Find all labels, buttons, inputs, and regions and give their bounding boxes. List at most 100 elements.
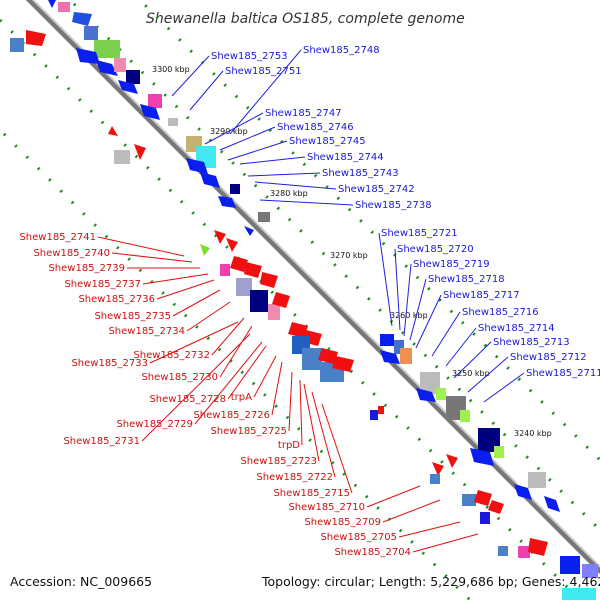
reverse-gene-arrow (474, 490, 492, 506)
reverse-gene-label[interactable]: Shew185_2728 (149, 394, 226, 405)
reverse-gene-block (430, 474, 440, 484)
reverse-callout-line (142, 273, 209, 285)
forward-callout-line (227, 140, 288, 161)
forward-gene-block (436, 388, 446, 400)
reverse-gene-block (236, 278, 252, 296)
reverse-gene-label[interactable]: Shew185_2704 (334, 547, 411, 558)
forward-callout-line (483, 372, 525, 403)
reverse-callout-line (412, 533, 479, 553)
forward-gene-block (494, 446, 504, 458)
forward-gene-arrow (96, 60, 118, 76)
reverse-gene-label[interactable]: Shew185_2733 (71, 358, 148, 369)
forward-gene-label[interactable]: Shew185_2745 (289, 136, 366, 147)
forward-gene-label[interactable]: Shew185_2714 (478, 323, 555, 334)
forward-gene-arrow (514, 484, 532, 500)
reverse-gene-label[interactable]: Shew185_2735 (94, 311, 171, 322)
reverse-gene-label[interactable]: Shew185_2715 (273, 488, 350, 499)
forward-gene-label[interactable]: Shew185_2746 (277, 122, 354, 133)
forward-callout-line (409, 278, 427, 341)
forward-gene-arrow (48, 0, 56, 8)
reverse-gene-arrow (230, 256, 248, 272)
reverse-gene-label[interactable]: trpD (278, 440, 300, 451)
reverse-gene-block (10, 38, 24, 52)
reverse-gene-label[interactable]: Shew185_2710 (288, 502, 365, 513)
reverse-gene-label[interactable]: Shew185_2732 (133, 350, 210, 361)
reverse-callout-line (141, 333, 251, 442)
forward-gene-arrow (76, 48, 100, 64)
reverse-gene-block (480, 512, 490, 524)
forward-callout-line (204, 112, 264, 145)
forward-gene-arrow (118, 80, 138, 94)
reverse-gene-label[interactable]: Shew185_2725 (210, 426, 287, 437)
reverse-gene-label[interactable]: trpA (231, 392, 252, 403)
forward-gene-label[interactable]: Shew185_2753 (211, 51, 288, 62)
reverse-gene-block (518, 546, 530, 558)
forward-gene-arrow (140, 104, 160, 120)
reverse-gene-label[interactable]: Shew185_2736 (78, 294, 155, 305)
reverse-callout-line (227, 345, 267, 400)
reverse-callout-line (253, 355, 277, 398)
forward-gene-block (420, 372, 440, 394)
reverse-gene-label[interactable]: Shew185_2722 (256, 472, 333, 483)
callout-lines (97, 49, 525, 553)
forward-gene-label[interactable]: Shew185_2718 (428, 274, 505, 285)
reverse-callout-line (299, 379, 303, 446)
reverse-callout-line (288, 371, 293, 432)
forward-gene-label[interactable]: Shew185_2717 (443, 290, 520, 301)
forward-gene-label[interactable]: Shew185_2711 (526, 368, 600, 379)
reverse-gene-label[interactable]: Shew185_2741 (19, 232, 96, 243)
reverse-gene-label[interactable]: Shew185_2730 (141, 372, 218, 383)
forward-gene-block (560, 556, 580, 574)
reverse-gene-arrow (226, 238, 238, 252)
reverse-gene-label[interactable]: Shew185_2709 (304, 517, 381, 528)
forward-gene-arrow (218, 196, 236, 208)
forward-gene-label[interactable]: Shew185_2713 (493, 337, 570, 348)
reverse-gene-label[interactable]: Shew185_2726 (193, 410, 270, 421)
reverse-gene-label[interactable]: Shew185_2739 (48, 263, 125, 274)
forward-gene-block (380, 334, 394, 346)
forward-gene-block (394, 340, 404, 354)
forward-gene-label[interactable]: Shew185_2721 (381, 228, 458, 239)
forward-gene-label[interactable]: Shew185_2747 (265, 108, 342, 119)
reverse-gene-label[interactable]: Shew185_2731 (63, 436, 140, 447)
scale-label: 3240 kbp (514, 429, 552, 438)
reverse-callout-line (303, 383, 320, 462)
forward-gene-block (84, 26, 98, 40)
reverse-gene-label[interactable]: Shew185_2729 (116, 419, 193, 430)
forward-gene-label[interactable]: Shew185_2712 (510, 352, 587, 363)
reverse-callout-line (111, 252, 193, 263)
forward-gene-label[interactable]: Shew185_2716 (462, 307, 539, 318)
forward-gene-label[interactable]: Shew185_2743 (322, 168, 399, 179)
map-title: Shewanella baltica OS185, complete genom… (146, 11, 465, 27)
inner-dotted-track-1 (0, 127, 473, 600)
forward-gene-label[interactable]: Shew185_2720 (397, 244, 474, 255)
reverse-gene-arrow (214, 230, 226, 244)
reverse-callout-line (382, 499, 441, 523)
scale-label: 3280 kbp (270, 189, 308, 198)
forward-gene-label[interactable]: Shew185_2748 (303, 45, 380, 56)
forward-gene-label[interactable]: Shew185_2744 (307, 152, 384, 163)
reverse-callout-line (366, 485, 421, 508)
forward-gene-label[interactable]: Shew185_2738 (355, 200, 432, 211)
reverse-callout-line (186, 301, 231, 332)
forward-gene-label[interactable]: Shew185_2719 (413, 259, 490, 270)
forward-gene-block (528, 472, 546, 488)
reverse-gene-label[interactable]: Shew185_2734 (108, 326, 185, 337)
reverse-gene-block (370, 410, 378, 420)
reverse-gene-arrow (108, 126, 118, 136)
reverse-gene-label[interactable]: Shew185_2723 (240, 456, 317, 467)
reverse-gene-label[interactable]: Shew185_2705 (320, 532, 397, 543)
forward-gene-block (460, 410, 470, 422)
forward-gene-label[interactable]: Shew185_2751 (225, 66, 302, 77)
reverse-gene-arrow (488, 500, 504, 514)
reverse-callout-line (211, 317, 245, 356)
reverse-gene-label[interactable]: Shew185_2740 (33, 248, 110, 259)
forward-callout-line (453, 341, 492, 379)
forward-gene-label[interactable]: Shew185_2742 (338, 184, 415, 195)
forward-gene-block (148, 94, 162, 108)
reverse-gene-label[interactable]: Shew185_2737 (64, 279, 141, 290)
reverse-callout-line (172, 289, 221, 317)
forward-callout-line (378, 232, 393, 327)
reverse-gene-block (220, 264, 230, 276)
